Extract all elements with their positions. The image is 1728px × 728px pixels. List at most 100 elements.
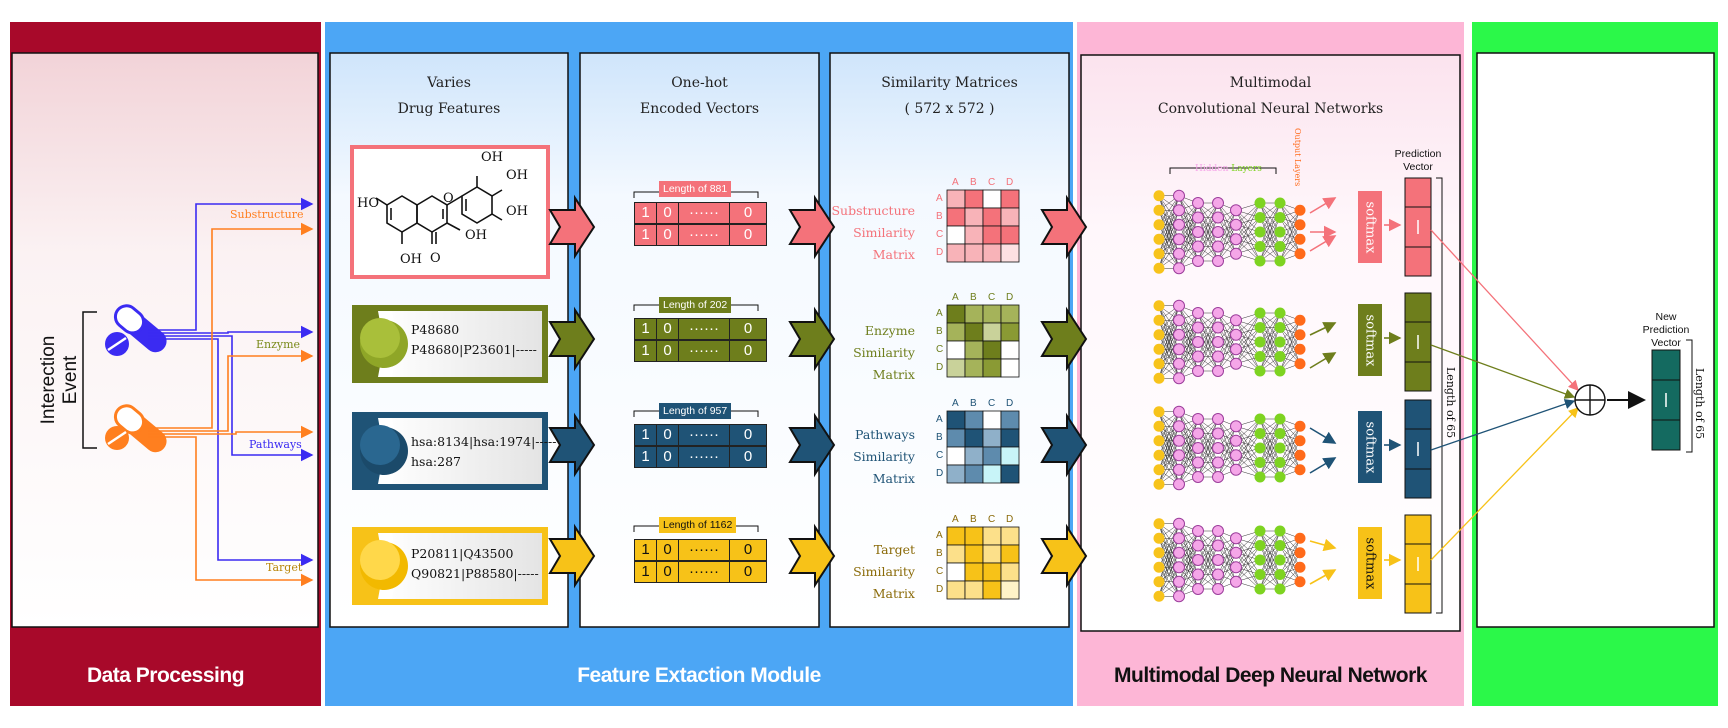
network-node xyxy=(1153,300,1165,312)
network-node xyxy=(1192,427,1204,440)
interaction-bracket xyxy=(82,311,97,449)
matrix-cell xyxy=(982,322,1002,342)
matrix-cell xyxy=(946,225,966,245)
atom-oh-right2: OH xyxy=(506,204,528,219)
network-edge xyxy=(1217,426,1237,478)
matrix-cell xyxy=(964,464,984,484)
network-node xyxy=(1192,568,1204,581)
network-node xyxy=(1254,442,1266,454)
drug-features-title-line1: Varies xyxy=(427,75,471,91)
network-node xyxy=(1173,328,1185,341)
network-node xyxy=(1212,568,1224,581)
matrix-cell xyxy=(982,189,1002,209)
similarity-title: Similarity Matrices ( 572 x 572 ) xyxy=(830,70,1069,122)
pathways-text: hsa:8134|hsa:1974|----- hsa:287 xyxy=(411,432,556,472)
matrix-cell xyxy=(964,225,984,245)
network-edge xyxy=(1217,210,1237,262)
dp-label-enzyme: Enzyme xyxy=(256,338,301,351)
output-layers-label: Output Layers xyxy=(1293,128,1302,187)
matrix-row-header: D xyxy=(936,584,944,595)
length-tag-substructure: Length of 881 xyxy=(659,181,732,197)
network-node xyxy=(1153,314,1165,326)
atom-oh-top: OH xyxy=(481,150,503,165)
network-edge xyxy=(1158,195,1180,240)
network-node xyxy=(1274,255,1286,267)
atom-oh-bottom-left: OH xyxy=(400,252,422,267)
matrix-cell xyxy=(946,358,966,378)
network-node xyxy=(1294,435,1306,447)
matrix-cell xyxy=(1000,446,1020,466)
matrix-col-header: A xyxy=(952,398,959,409)
network-edge xyxy=(1259,341,1281,372)
onehot-cell: ······ xyxy=(678,424,730,446)
network-node xyxy=(1254,365,1266,377)
network-node xyxy=(1173,314,1185,327)
matrix-cell xyxy=(946,446,966,466)
matrix-cell xyxy=(964,243,984,263)
network-node xyxy=(1254,351,1266,362)
network-node xyxy=(1212,240,1224,253)
onehot-cell: 0 xyxy=(729,561,767,583)
hidden-layers-label: Hidden Layers xyxy=(1195,164,1262,174)
network-edge xyxy=(1235,530,1261,568)
prediction-vector-line2: Vector xyxy=(1403,161,1433,173)
matrix-cell xyxy=(946,189,966,209)
network-node xyxy=(1294,464,1306,476)
network-node xyxy=(1153,464,1165,476)
network-node xyxy=(1230,546,1242,559)
network-node xyxy=(1294,343,1306,355)
network-node xyxy=(1153,561,1165,573)
pathways-card xyxy=(352,412,548,490)
sim-label-target: Target Similarity Matrix xyxy=(830,539,915,605)
network-node xyxy=(1274,457,1286,468)
matrix-cell xyxy=(946,322,966,342)
sim-label-enzyme-line3: Matrix xyxy=(872,367,915,382)
softmax-label-3: softmax xyxy=(1362,421,1378,473)
network-node xyxy=(1230,420,1242,433)
network-node xyxy=(1153,435,1165,447)
matrix-cell xyxy=(1000,304,1020,324)
network-node xyxy=(1230,532,1242,545)
footer-multimodal-dnn: Multimodal Deep Neural Network xyxy=(1114,664,1427,687)
matrix-col-header: D xyxy=(1006,292,1014,303)
network-edge xyxy=(1178,447,1199,485)
network-edge xyxy=(1197,545,1219,590)
network-node xyxy=(1212,350,1224,363)
network-node xyxy=(1254,428,1266,439)
interaction-event-line1: Interection xyxy=(38,335,59,425)
matrix-row-header: D xyxy=(936,468,944,479)
network-edge xyxy=(1259,530,1281,575)
network-node xyxy=(1230,314,1242,327)
network-edge xyxy=(1279,334,1301,372)
network-edge xyxy=(1178,202,1199,240)
softmax-label-2: softmax xyxy=(1362,314,1378,366)
sim-label-enzyme-line2: Similarity xyxy=(853,345,915,360)
network-node xyxy=(1274,525,1286,537)
pathways-text-line1: hsa:8134|hsa:1974|----- xyxy=(411,434,557,449)
network-node xyxy=(1173,189,1185,202)
matrix-cell xyxy=(1000,464,1020,484)
network-node xyxy=(1230,357,1242,370)
sim-label-target-line1: Target xyxy=(873,542,915,557)
matrix-cell xyxy=(1000,580,1020,600)
network-node xyxy=(1212,539,1224,552)
network-node xyxy=(1254,255,1266,267)
network-edge xyxy=(1178,231,1199,269)
drug-capsule-orange xyxy=(105,404,167,453)
network-node xyxy=(1294,219,1306,231)
sim-label-substructure-line3: Matrix xyxy=(872,247,915,262)
network-edge xyxy=(1178,341,1199,379)
onehot-cell: 0 xyxy=(656,224,679,246)
target-text-line2: Q90821|P88580|----- xyxy=(411,566,539,581)
network-node xyxy=(1230,204,1242,217)
network-edge xyxy=(1178,530,1199,568)
network-edge xyxy=(1235,312,1261,364)
interaction-event-line2: Event xyxy=(60,355,81,405)
footer-data-processing: Data Processing xyxy=(86,664,245,687)
network-node xyxy=(1173,262,1185,275)
onehot-cell: ······ xyxy=(678,561,730,583)
